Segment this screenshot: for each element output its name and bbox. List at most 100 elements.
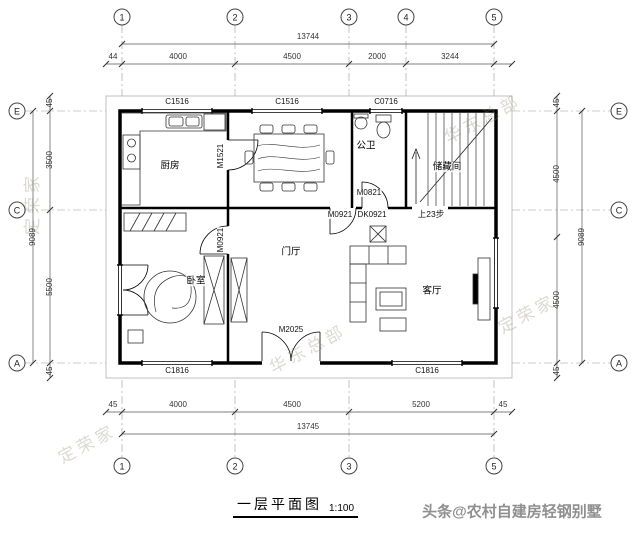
- dim-top-seg-4: 2000: [368, 52, 386, 61]
- dimension-lines: [32, 43, 583, 435]
- dim-bottom-seg-1: 45: [108, 400, 118, 409]
- doors: [122, 139, 389, 367]
- dim-bottom-seg-2: 4000: [169, 400, 187, 409]
- closet-icon: [203, 255, 225, 325]
- axis-bubble-top-1: 1: [113, 8, 131, 26]
- dim-bottom-total: 13745: [296, 422, 320, 431]
- stove-icon: [122, 134, 141, 170]
- dim-left-seg-3: 5500: [45, 278, 54, 296]
- window-left-bedroom: [117, 264, 123, 316]
- stairs: [411, 113, 493, 206]
- axis-bubble-bottom-3: 3: [340, 457, 358, 475]
- axis-bubble-left-C: C: [8, 201, 26, 219]
- axis-bubble-bottom-5: 5: [485, 457, 503, 475]
- axis-bubble-top-5: 5: [485, 8, 503, 26]
- bedroom-terrace-door: [122, 264, 149, 316]
- window-right-living: [493, 237, 499, 309]
- room-label-storage: 储藏间: [431, 161, 463, 173]
- axis-bubble-top-2: 2: [226, 8, 244, 26]
- door-code-entry: M2025: [277, 325, 305, 334]
- window-top-kitchen: [141, 108, 213, 114]
- room-label-bedroom: 卧室: [185, 275, 207, 287]
- window-top-dining: [251, 108, 323, 114]
- dining-furniture: [244, 124, 335, 192]
- axis-bubble-bottom-1: 1: [113, 457, 131, 475]
- kitchen-furniture: [122, 112, 227, 206]
- window-top-bath: [369, 108, 403, 114]
- room-label-foyer: 门厅: [280, 246, 302, 258]
- window-code-top-1: C1516: [164, 97, 190, 106]
- dim-left-seg-1: 45: [45, 98, 54, 108]
- wardrobe-icon: [123, 212, 187, 232]
- tv-cabinet-icon: [477, 257, 491, 321]
- axis-bubble-left-A: A: [8, 354, 26, 372]
- kitchen-door: [227, 139, 259, 171]
- toilet-icon: [376, 121, 391, 139]
- stool-icon: [127, 329, 144, 344]
- room-label-bath: 公卫: [355, 140, 377, 152]
- door-code-kitchen: M1521: [216, 142, 225, 170]
- dim-top-seg-2: 4000: [169, 52, 187, 61]
- coffee-table-icon: [375, 287, 407, 311]
- window-code-bottom-2: C1816: [414, 366, 440, 375]
- dim-left-seg-2: 3500: [45, 151, 54, 169]
- dim-bottom-seg-4: 5200: [412, 400, 430, 409]
- dim-top-total: 13744: [296, 32, 320, 41]
- living-furniture: [349, 225, 491, 332]
- hall-cabinet-icon: [230, 257, 248, 323]
- windows: [117, 108, 499, 366]
- axis-bubble-right-A: A: [610, 354, 628, 372]
- window-bottom-bedroom: [141, 360, 213, 366]
- stair-up-arrow: [411, 148, 421, 204]
- door-code-foyer: M0921: [326, 210, 354, 219]
- round-bed-icon: [143, 270, 197, 324]
- room-label-living: 客厅: [421, 285, 443, 297]
- footer-watermark: 头条@农村自建房轻钢别墅: [422, 503, 602, 521]
- bedroom-furniture: [123, 212, 248, 344]
- fridge-icon: [203, 113, 226, 131]
- axis-grid-lines: [25, 25, 611, 458]
- dim-right-total: 9089: [577, 228, 586, 246]
- tv-icon: [472, 273, 479, 305]
- dim-top-seg-3: 4500: [283, 52, 301, 61]
- door-code-bath: M0821: [355, 188, 383, 197]
- window-code-top-3: C0716: [373, 97, 399, 106]
- dim-bottom-seg-5: 45: [498, 400, 508, 409]
- bedroom-door: [199, 225, 229, 255]
- toilet-tank-icon: [375, 114, 392, 123]
- door-code-foyer-dk: DK0921: [356, 210, 388, 219]
- axis-bubble-top-3: 3: [340, 8, 358, 26]
- dim-bottom-seg-3: 4500: [283, 400, 301, 409]
- window-code-top-2: C1516: [274, 97, 300, 106]
- stair-direction-note: 上23步: [417, 208, 445, 219]
- entry-double-door: [261, 331, 321, 367]
- sofa-icon: [349, 245, 407, 265]
- dim-right-seg-2: 4500: [552, 165, 561, 183]
- dim-top-seg-1: 44: [108, 52, 118, 61]
- axis-bubble-top-4: 4: [397, 8, 415, 26]
- bath-furniture: [353, 113, 392, 139]
- window-code-bottom-1: C1816: [164, 366, 190, 375]
- dining-table-icon: [253, 133, 325, 183]
- dim-right-seg-1: 45: [552, 98, 561, 108]
- walls: [118, 109, 498, 365]
- dim-left-total: 9089: [28, 228, 37, 246]
- room-label-kitchen: 厨房: [159, 160, 181, 172]
- drawing-title: 一层平面图 1:100: [233, 494, 359, 518]
- door-code-bedroom: M0921: [216, 226, 225, 254]
- axis-bubble-right-E: E: [610, 102, 628, 120]
- dim-right-seg-3: 4500: [552, 291, 561, 309]
- dim-left-seg-4: 45: [45, 366, 54, 376]
- eave-outline: [105, 95, 513, 379]
- axis-bubble-right-C: C: [610, 201, 628, 219]
- drawing-scale: 1:100: [329, 503, 355, 514]
- sink-icon: [168, 116, 184, 127]
- axis-bubble-bottom-2: 2: [226, 457, 244, 475]
- basin-icon: [354, 116, 368, 130]
- window-bottom-living: [391, 360, 463, 366]
- side-table-icon: [369, 225, 387, 243]
- drawing-title-text: 一层平面图: [237, 496, 322, 512]
- axis-bubble-left-E: E: [8, 102, 26, 120]
